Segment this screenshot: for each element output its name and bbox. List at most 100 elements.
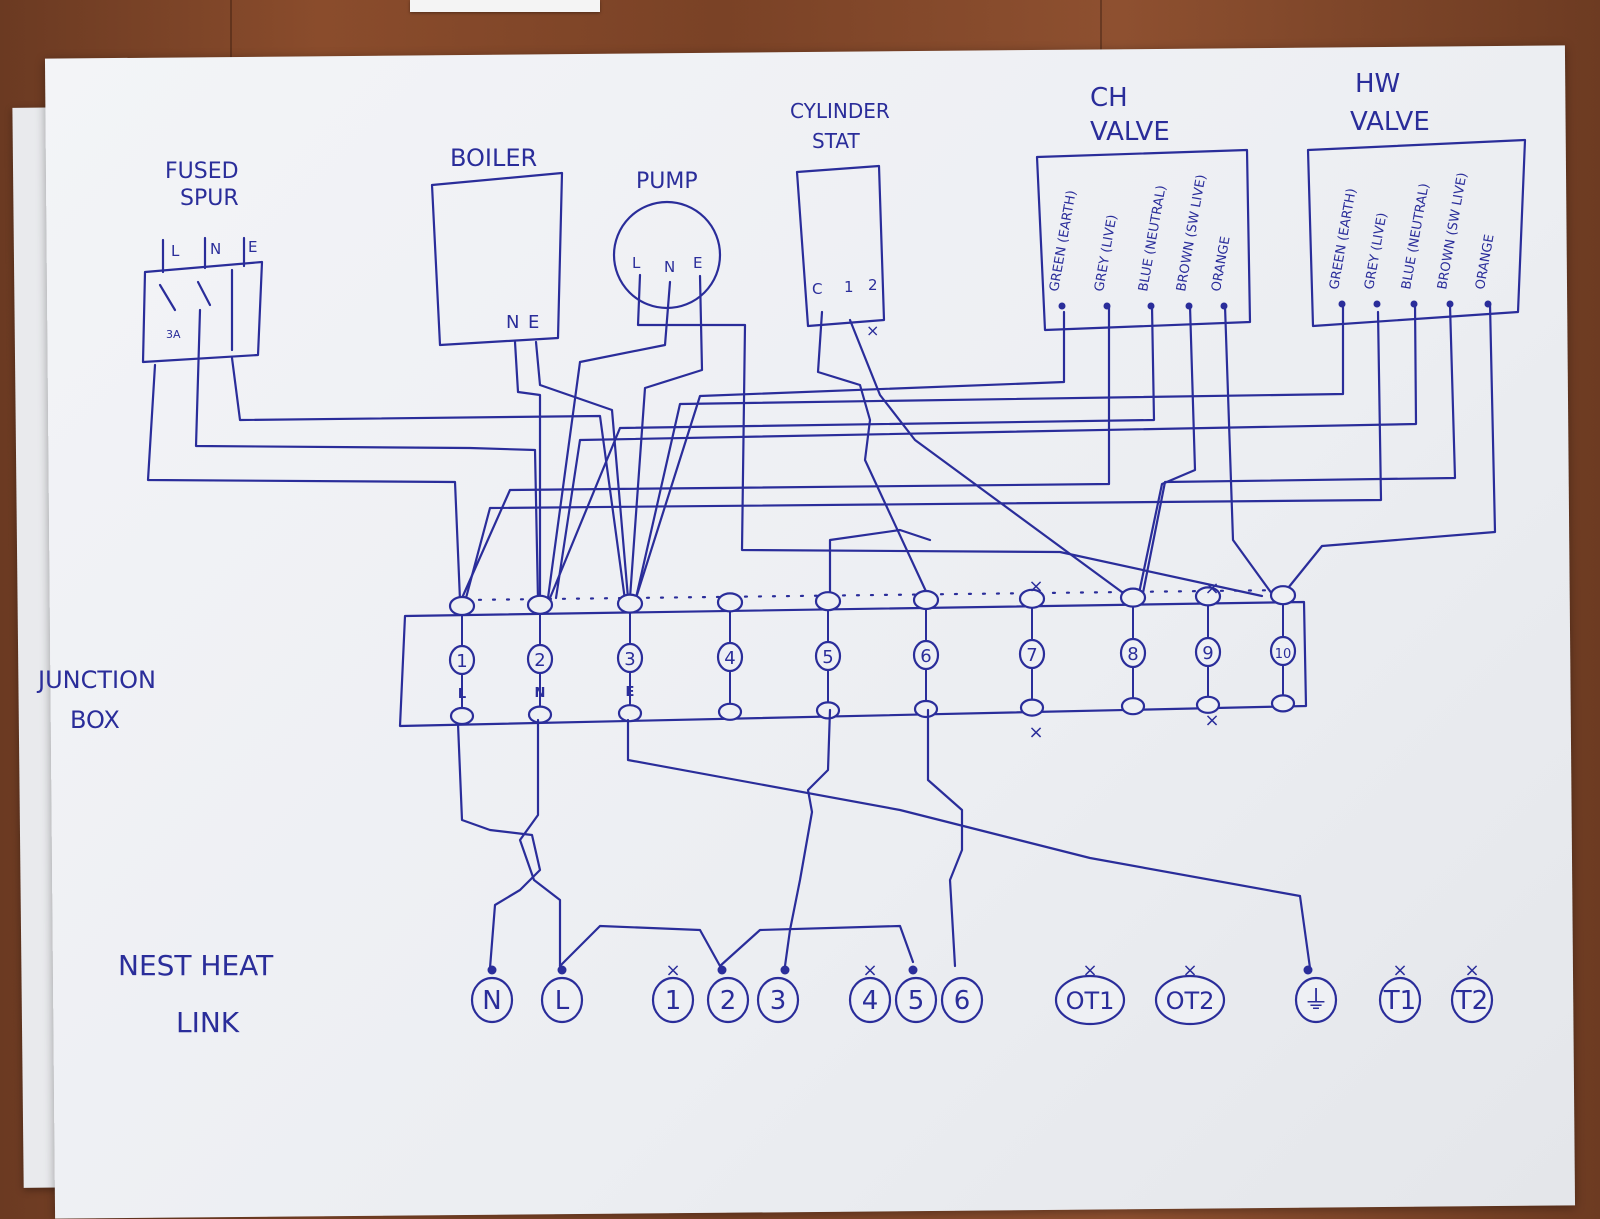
nest-terminal-10-label: ⏚ [1303,986,1329,1016]
boiler-terminal-e: E [528,312,539,333]
junction-terminal-number-ring [526,643,554,675]
junction-terminal-number-ring [912,639,940,671]
fused-spur-leads [161,236,246,274]
hw-wire-label-orange: ORANGE [1473,233,1497,290]
hw-valve-wire-labels: GREEN (EARTH)GREY (LIVE)BLUE (NEUTRAL)BR… [1327,171,1498,308]
wire-hw-switched-live [1140,303,1457,600]
wire-spur-live [146,363,462,602]
junction-terminal-screw-top [912,589,940,611]
junction-terminal-number-ring [616,642,644,674]
wire-hw-earth [634,304,1345,600]
nest-terminal-12-label: T2 [1455,986,1488,1016]
nest-terminal-6-label: 5 [908,986,925,1016]
junction-terminal-screw-bottom [1195,695,1221,714]
junction-terminal-screw-bottom [1019,698,1045,717]
cylinder-stat-unused-mark: × [866,321,879,340]
hw-valve-title-1: HW [1355,69,1400,99]
nest-terminal-4-label: 3 [770,986,787,1016]
junction-terminal-1-number: 1 [456,651,467,672]
junction-terminal-1-function: L [458,687,466,702]
nest-terminal-11-ring [1378,976,1422,1024]
junction-terminal-screw-bottom [1120,697,1146,716]
hw-wire-dot [1373,300,1381,308]
ch-wire-label-blue: BLUE (NEUTRAL) [1136,184,1169,293]
wire-pump-live [636,273,1264,598]
cylinder-stat-title-2: STAT [812,129,860,153]
junction-terminal-number-ring [814,640,842,672]
fused-spur-switch [158,268,234,352]
nest-unused-mark: × [1392,960,1407,981]
junction-terminal-screw-bottom [717,702,743,721]
junction-terminal-7-number: 7 [1026,645,1037,666]
wire-pump-earth [628,274,704,600]
nest-wire-dot [487,965,497,975]
junction-terminal-screw-top [448,595,476,617]
junction-terminal-screw-top [814,591,842,612]
pump-terminal-n: N [664,258,675,276]
fused-spur-terminal-l: L [171,242,180,260]
pump-terminal-l: L [632,254,641,272]
junction-terminal-number-ring [448,644,476,676]
junction-terminal-10-number: 10 [1275,647,1292,662]
nest-terminal-3-ring [706,976,750,1024]
wire-nest-3 [783,708,832,968]
junction-terminal-number-ring [1194,636,1222,668]
nest-terminal-0-ring [470,976,514,1024]
nest-wire-dot [717,965,727,975]
wire-nest-earth [626,718,1312,970]
boiler: BOILER N E [430,144,564,347]
junction-terminal-number-ring [716,641,744,673]
nest-wire-dot [780,965,790,975]
nest-unused-mark: × [1464,960,1479,981]
hw-valve-box [1306,138,1527,328]
junction-terminal-screw-top [616,593,644,614]
nest-heat-link-title-1: NEST HEAT [118,949,274,982]
ch-wire-label-green: GREEN (EARTH) [1047,189,1080,293]
nest-terminal-2-label: 1 [665,986,682,1016]
nest-wire-dot [1303,965,1313,975]
wiring-lower [456,708,1312,970]
hw-wire-label-brown: BROWN (SW LIVE) [1435,171,1470,290]
nest-terminal-1-ring [540,976,584,1024]
junction-unused-mark: × [1028,576,1043,597]
nest-unused-mark: × [862,960,877,981]
fused-spur-title-2: SPUR [180,186,239,211]
junction-unused-mark: × [1204,710,1219,731]
nest-terminal-1-label: L [555,986,570,1016]
boiler-title: BOILER [450,144,537,172]
floor-plank-seam [1100,0,1102,60]
nest-unused-mark: × [1082,960,1097,981]
junction-terminal-3-function: E [626,685,635,700]
junction-terminal-screw-bottom [1270,694,1296,713]
fused-spur-terminal-e: E [248,238,257,256]
boiler-box [430,171,564,347]
nest-terminal-3-label: 2 [720,986,737,1016]
pump-title: PUMP [636,169,698,194]
wire-ch-orange [1223,304,1277,600]
junction-unused-mark: × [1204,578,1219,599]
wire-ch-neutral [548,304,1156,600]
cylinder-stat-title-1: CYLINDER [790,99,890,123]
nest-terminal-7-label: 6 [954,986,971,1016]
nest-terminal-12-ring [1450,976,1494,1024]
hw-wire-label-green: GREEN (EARTH) [1327,187,1360,291]
wire-ch-earth [634,310,1066,600]
junction-box-ticks [463,588,1292,602]
wire-hw-live [464,310,1383,600]
junction-terminal-9-number: 9 [1202,643,1213,664]
junction-terminal-6-number: 6 [920,646,931,667]
fused-spur: FUSED SPUR L N E 3A [141,159,264,364]
ch-wire-label-brown: BROWN (SW LIVE) [1174,173,1209,292]
ch-valve-box [1035,148,1252,332]
junction-terminal-2-number: 2 [534,650,545,671]
junction-terminal-number-ring [1119,637,1147,669]
pump-terminal-e: E [693,254,702,272]
boiler-terminal-n: N [506,312,519,333]
card-corner [410,0,600,12]
wire-junction-5-link [828,528,932,599]
wire-pump-neutral [546,280,672,600]
